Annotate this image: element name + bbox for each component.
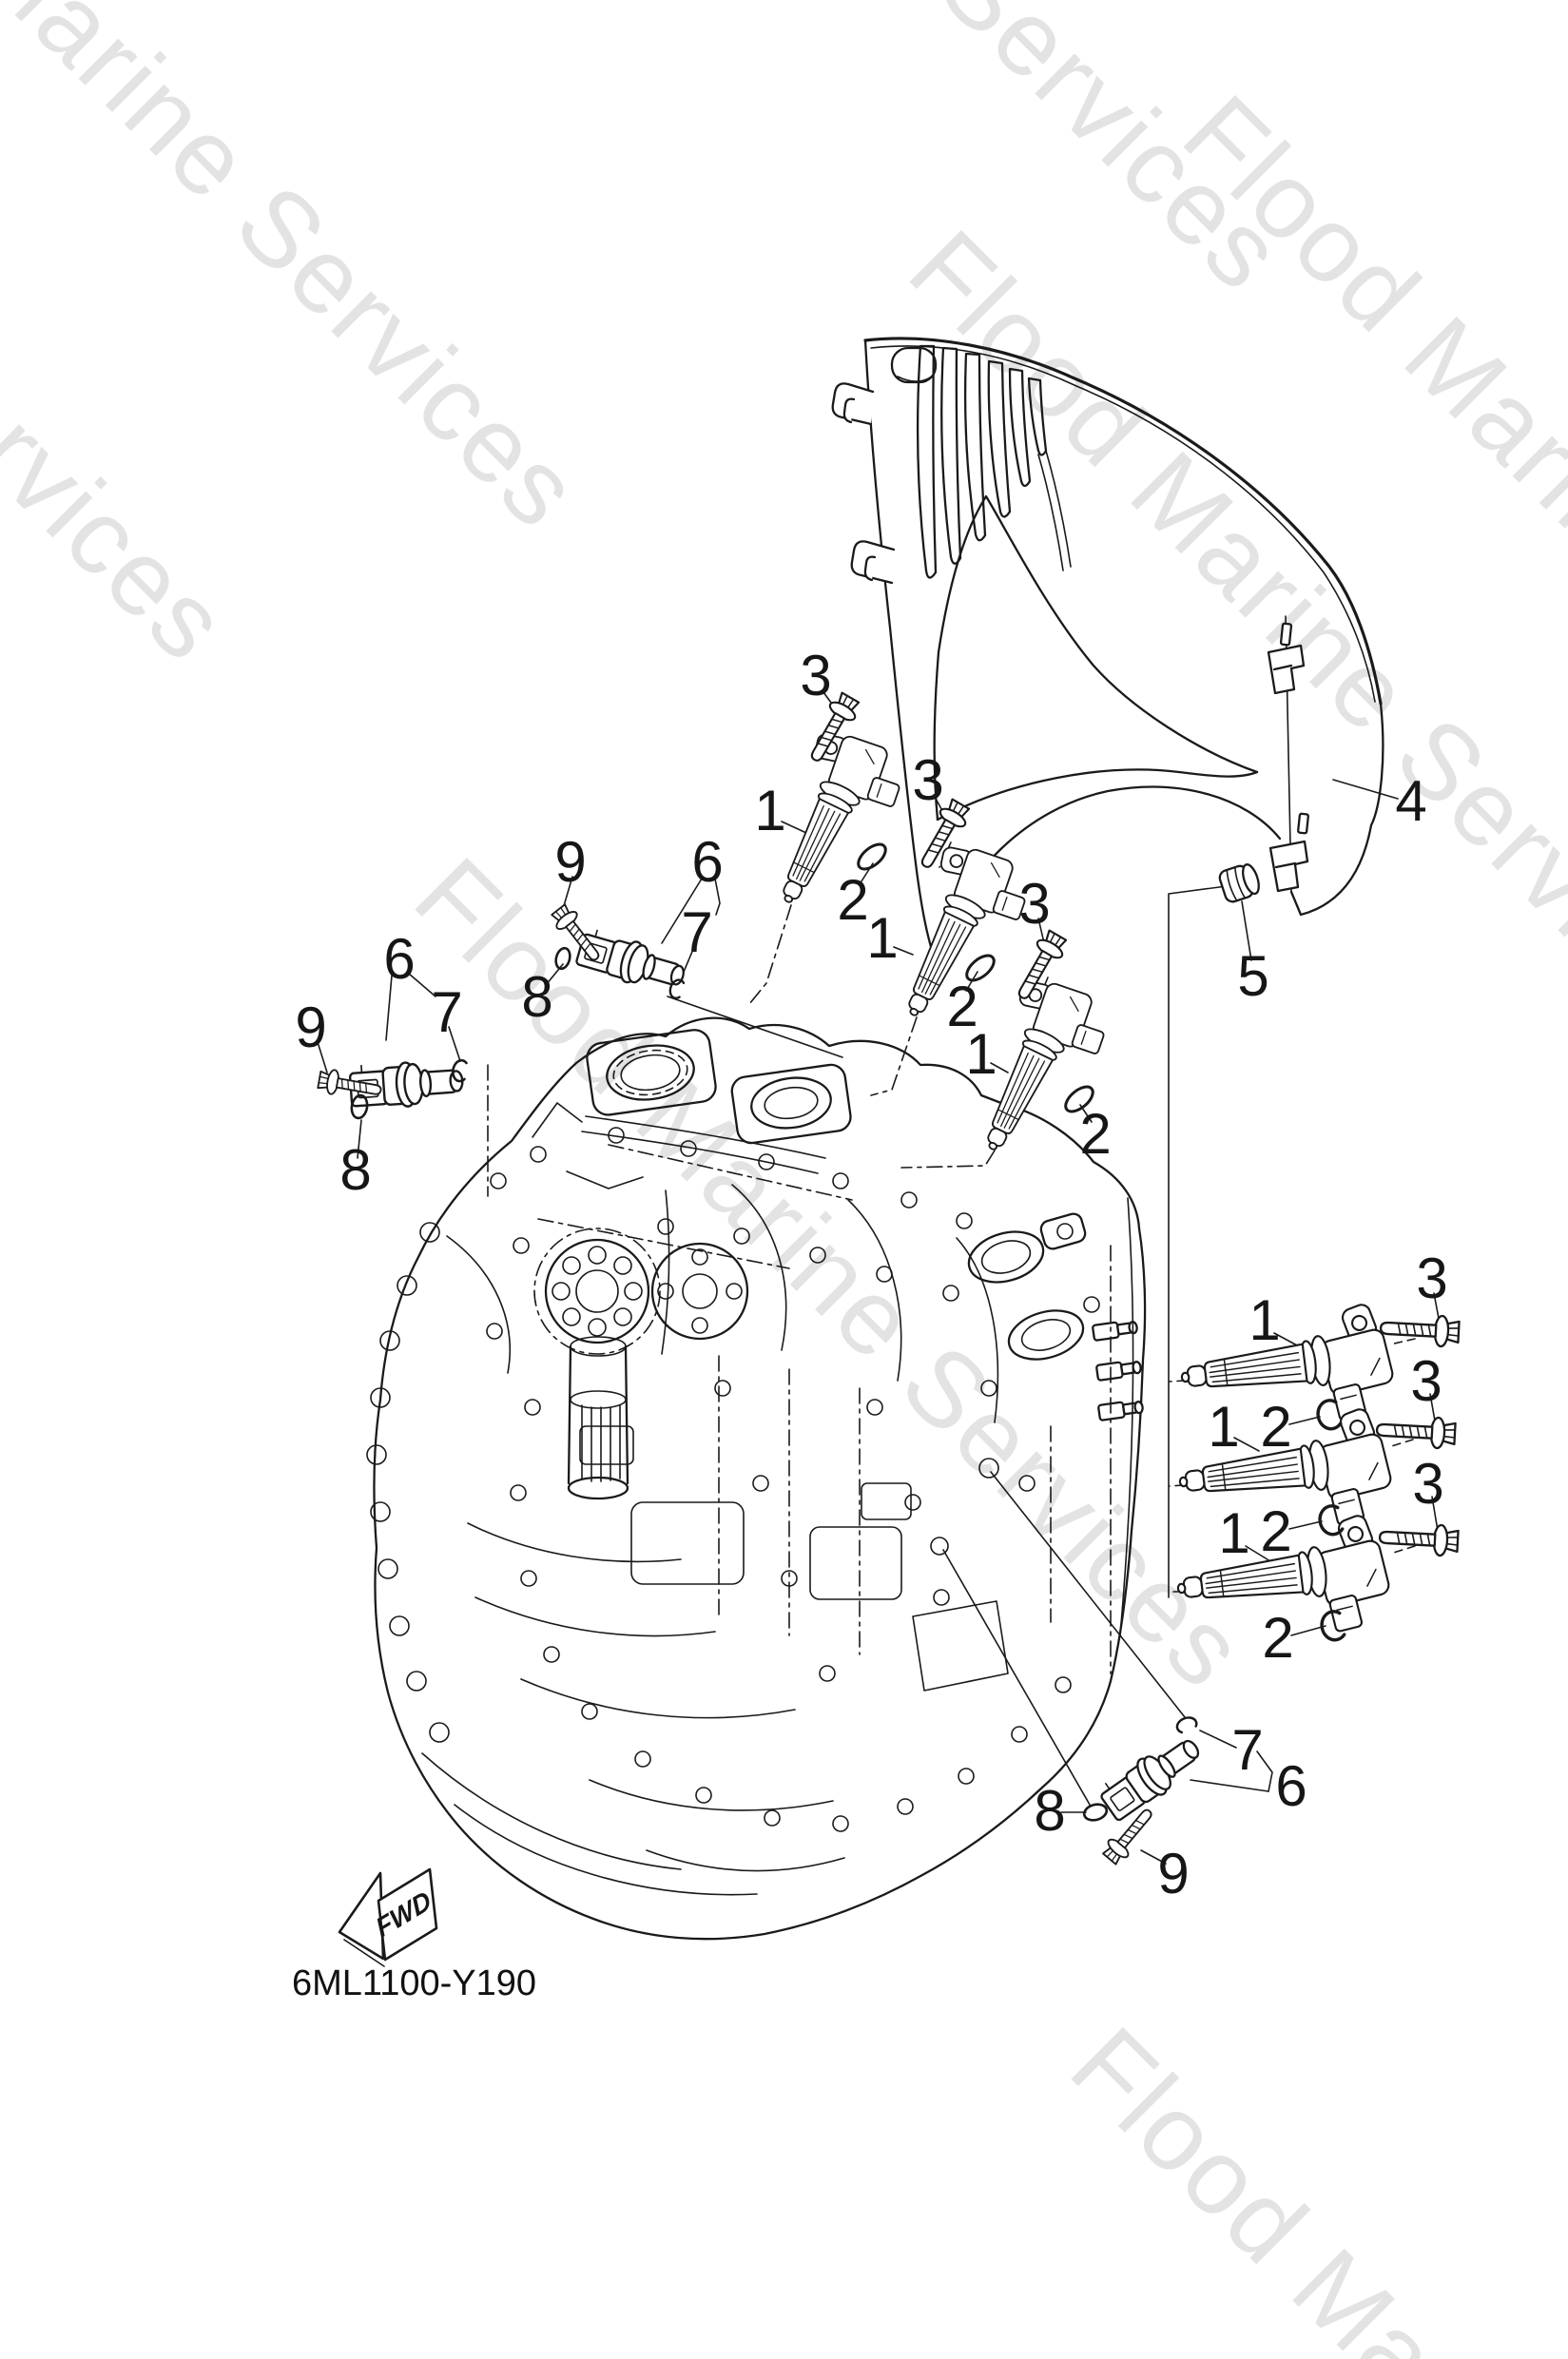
callout-8: 8 — [339, 1138, 371, 1202]
callout-9: 9 — [554, 830, 586, 894]
callout-6: 6 — [383, 927, 415, 991]
callout-2: 2 — [1079, 1102, 1111, 1166]
part-sensor-o-ring — [450, 976, 1199, 1735]
callout-3: 3 — [1412, 1452, 1443, 1516]
watermark-text: Flood Marine Services — [1049, 2005, 1568, 2359]
callout-6: 6 — [1275, 1754, 1307, 1818]
part-pulser-sensor — [348, 926, 1210, 1826]
callout-7: 7 — [681, 900, 712, 964]
fwd-arrow: FWD — [338, 1867, 438, 1967]
callout-1: 1 — [866, 906, 898, 970]
part-sensor-seal — [350, 946, 1109, 1822]
part-coil-o-ring — [857, 842, 1347, 1644]
callout-2: 2 — [946, 975, 978, 1038]
callout-1: 1 — [754, 779, 785, 842]
callout-1: 1 — [965, 1022, 997, 1086]
callout-2: 2 — [837, 868, 868, 932]
callout-3: 3 — [1416, 1247, 1447, 1310]
callout-9: 9 — [295, 996, 326, 1059]
callout-1: 1 — [1208, 1395, 1239, 1459]
part-cover-grommet — [1218, 863, 1260, 903]
callout-2: 2 — [1260, 1395, 1291, 1459]
callout-9: 9 — [1157, 1842, 1189, 1905]
callout-2: 2 — [1260, 1499, 1291, 1563]
callout-4: 4 — [1395, 769, 1426, 833]
callout-3: 3 — [1018, 872, 1050, 936]
callout-8: 8 — [1034, 1779, 1065, 1843]
callout-7: 7 — [1231, 1718, 1263, 1782]
engine-assembly — [366, 1016, 1147, 1941]
callout-1: 1 — [1218, 1501, 1249, 1565]
part-engine-cover — [831, 337, 1384, 957]
callout-6: 6 — [691, 830, 723, 894]
callout-5: 5 — [1237, 944, 1268, 1008]
callout-1: 1 — [1249, 1288, 1280, 1352]
watermark-text: Flood Marine Services — [431, 0, 1307, 313]
callout-3: 3 — [1410, 1349, 1442, 1413]
callout-8: 8 — [521, 965, 552, 1029]
callout-3: 3 — [912, 748, 943, 812]
callout-7: 7 — [431, 980, 462, 1044]
callout-2: 2 — [1262, 1606, 1293, 1670]
part-code: 6ML1100-Y190 — [292, 1963, 536, 2003]
callout-3: 3 — [800, 644, 831, 707]
